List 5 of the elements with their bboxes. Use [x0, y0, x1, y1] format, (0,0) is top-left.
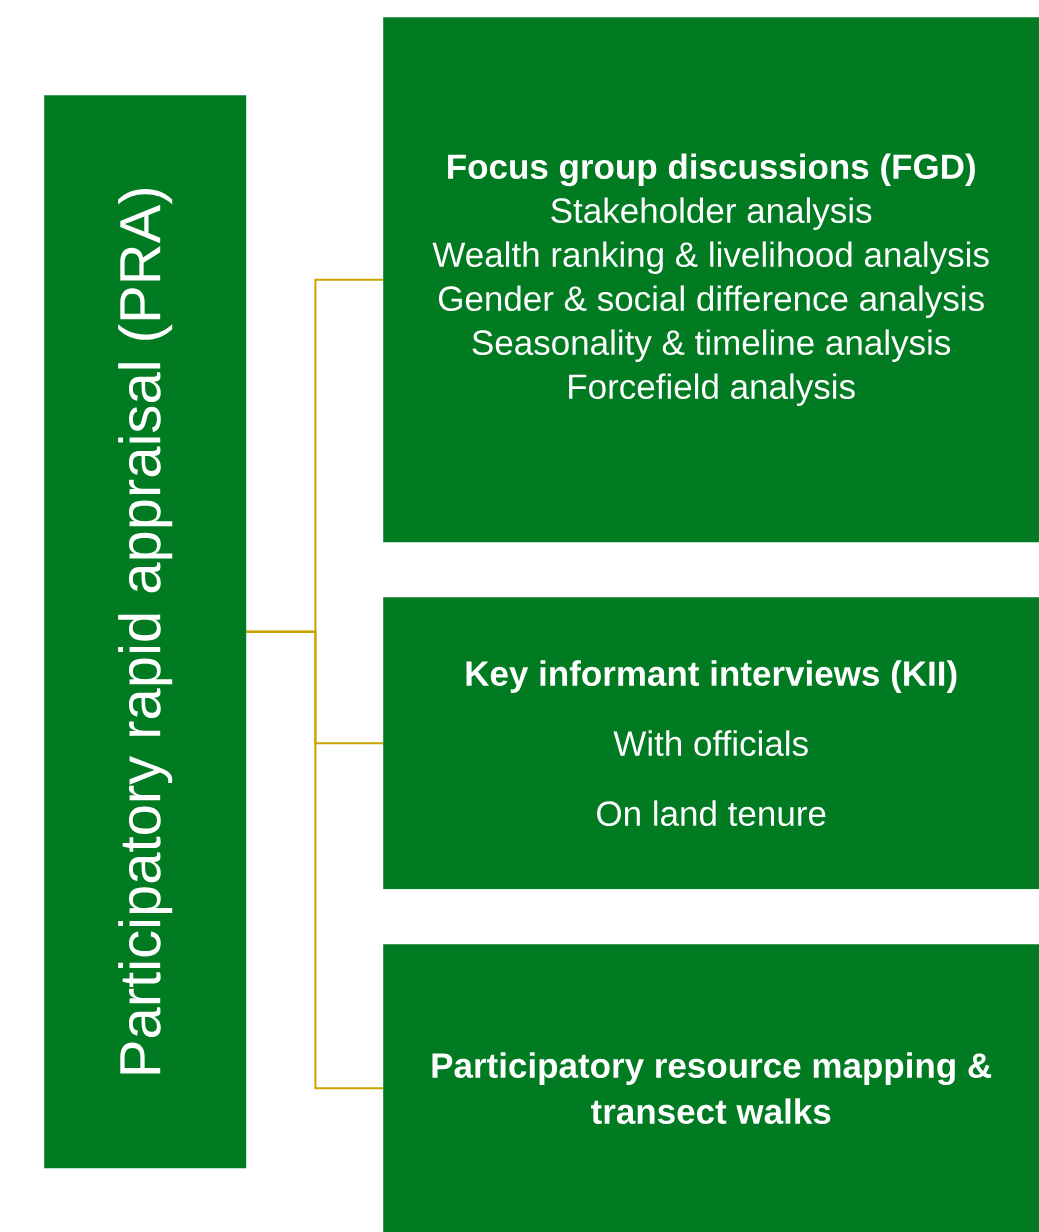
method-box: Focus group discussions (FGD) Stakeholder analysis Wealth ranking & livelihood analysis Gender & social difference analysis Seasonality & timeline analysis Forcefield analysis — [383, 17, 1039, 543]
method-box: Participatory resource mapping & transect walks — [383, 944, 1039, 1232]
method-box: Key informant interviews (KII) With officials On land tenure — [383, 597, 1039, 890]
method-box: Participatory rapid appraisal (PRA) — [44, 95, 247, 1169]
connector-line — [245, 630, 384, 1090]
